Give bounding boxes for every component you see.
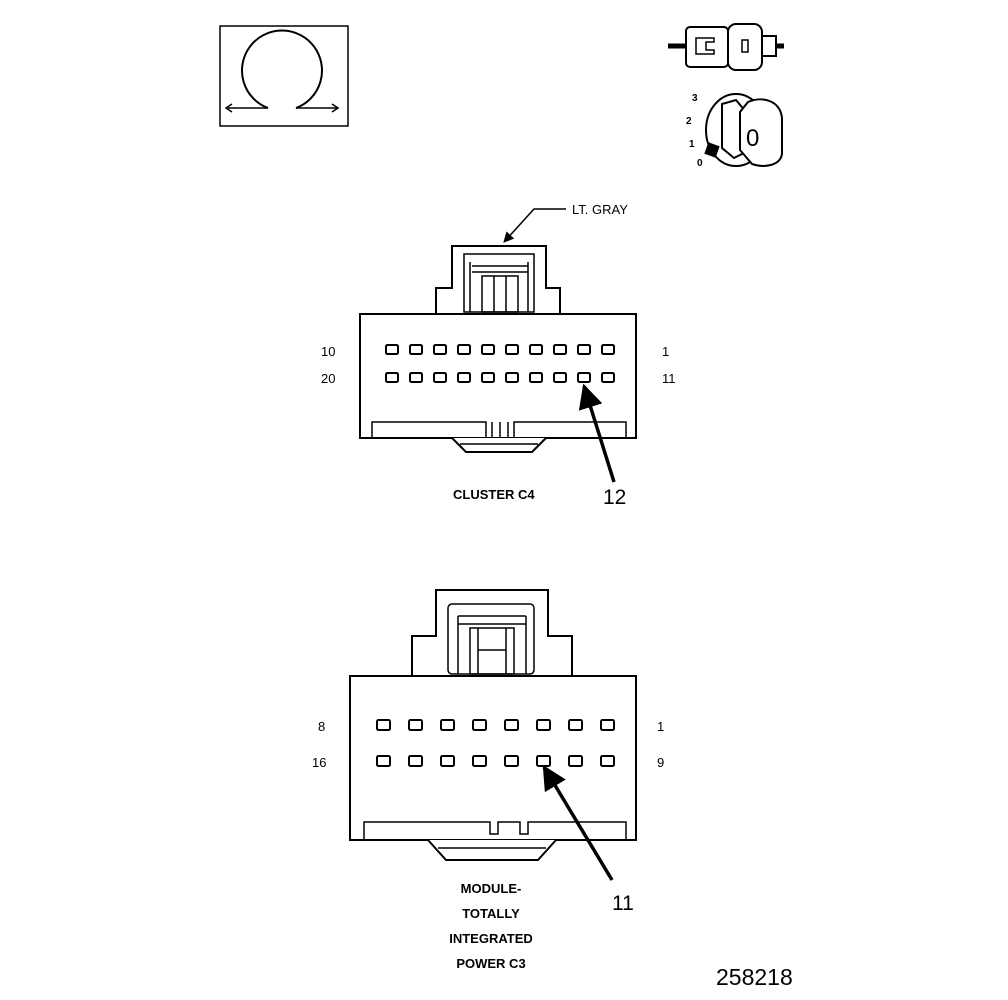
module-callout-arrow — [542, 764, 614, 881]
cluster-pin-cavity — [457, 344, 471, 355]
cluster-callout-arrow — [578, 383, 616, 483]
cluster-pin-cavity — [577, 372, 591, 383]
ignition-pos-3: 3 — [692, 93, 698, 104]
cluster-pin-cavity — [481, 344, 495, 355]
cluster-pin-cavity — [385, 372, 399, 383]
cluster-pin-cavity — [601, 372, 615, 383]
module-pin-cavity — [376, 755, 391, 767]
module-pin-cavity — [408, 719, 423, 731]
module-pin-cavity — [440, 719, 455, 731]
cluster-pin-cavity — [385, 344, 399, 355]
module-name-line-4: POWER C3 — [456, 956, 525, 971]
cluster-pin-cavity — [481, 372, 495, 383]
ignition-pos-1: 1 — [689, 139, 695, 150]
cluster-pin-cavity — [529, 344, 543, 355]
module-pin-cavity — [536, 719, 551, 731]
cluster-pin-cavity — [505, 344, 519, 355]
module-pin-cavity — [568, 719, 583, 731]
module-pin-cavity — [472, 755, 487, 767]
module-name-line-1: MODULE- — [461, 881, 522, 896]
ignition-pos-0: 0 — [697, 158, 703, 169]
connector-plug-icon — [668, 23, 784, 71]
figure-id: 258218 — [716, 964, 793, 990]
module-name-line-3: INTEGRATED — [449, 931, 533, 946]
cluster-color-label: LT. GRAY — [572, 202, 628, 217]
cluster-pin-cavity — [505, 372, 519, 383]
module-pin-grid — [376, 719, 615, 767]
module-pin-cavity — [600, 719, 615, 731]
module-pin-cavity — [600, 755, 615, 767]
module-row1-left: 8 — [318, 719, 325, 734]
cluster-pin-cavity — [433, 344, 447, 355]
cluster-row1-right: 1 — [662, 344, 669, 359]
module-pin-cavity — [504, 755, 519, 767]
module-name-line-2: TOTALLY — [462, 906, 520, 921]
module-pin-cavity — [440, 755, 455, 767]
module-callout-number: 11 — [612, 892, 634, 915]
cluster-connector-name: CLUSTER C4 — [453, 487, 535, 502]
module-pin-cavity — [376, 719, 391, 731]
cluster-pin-cavity — [409, 344, 423, 355]
cluster-connector: LT. GRAY 10 1 20 11 12 CLUSTER C4 — [321, 202, 676, 509]
cluster-pin-cavity — [553, 372, 567, 383]
module-pin-cavity — [536, 755, 551, 767]
cluster-pin-cavity — [433, 372, 447, 383]
ignition-key-icon: 3 2 1 0 0 — [686, 93, 783, 169]
cluster-pin-cavity — [553, 344, 567, 355]
ignition-pos-2: 2 — [686, 116, 692, 127]
cluster-pin-grid — [385, 344, 615, 383]
ignition-key-label: 0 — [746, 125, 759, 152]
module-row2-right: 9 — [657, 755, 664, 770]
cluster-pin-cavity — [409, 372, 423, 383]
cluster-color-leader — [503, 208, 566, 243]
cluster-pin-cavity — [457, 372, 471, 383]
ohm-icon — [219, 25, 349, 127]
cluster-pin-cavity — [577, 344, 591, 355]
module-pin-cavity — [472, 719, 487, 731]
cluster-row1-left: 10 — [321, 344, 335, 359]
module-row2-left: 16 — [312, 755, 326, 770]
module-pin-cavity — [408, 755, 423, 767]
module-connector: 8 1 16 9 11 MODULE- TOTALLY INTEGRATED P… — [312, 589, 664, 971]
cluster-pin-cavity — [601, 344, 615, 355]
cluster-row2-right: 11 — [662, 371, 676, 386]
module-pin-cavity — [504, 719, 519, 731]
module-row1-right: 1 — [657, 719, 664, 734]
cluster-row2-left: 20 — [321, 371, 335, 386]
module-pin-cavity — [568, 755, 583, 767]
cluster-callout-number: 12 — [603, 486, 626, 509]
cluster-pin-cavity — [529, 372, 543, 383]
